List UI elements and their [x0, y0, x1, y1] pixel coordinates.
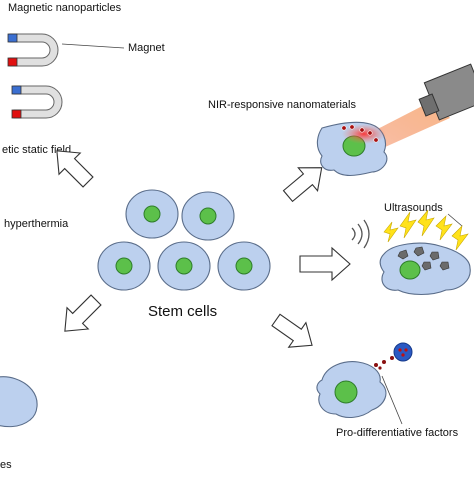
nir-cell: [316, 121, 388, 177]
differentiating-cell: [316, 361, 387, 419]
ultrasound-cell: [379, 242, 471, 296]
magnet-top-icon: [7, 33, 59, 67]
stem-cells-label: Stem cells: [148, 303, 217, 320]
stem-cell: [97, 241, 151, 291]
bottom-left-cell: [0, 376, 38, 428]
nir-label: NIR-responsive nanomaterials: [208, 99, 356, 111]
stem-cell: [217, 241, 271, 291]
ultrasounds-label: Ultrasounds: [384, 202, 443, 214]
stem-cell: [157, 241, 211, 291]
magnet-label: Magnet: [128, 42, 165, 54]
stem-cell: [181, 191, 235, 241]
static-field-label: etic static field: [2, 144, 71, 156]
magnet-leader-line: [61, 43, 125, 49]
bottom-left-label: es: [0, 459, 12, 471]
stem-cells-cluster: [97, 189, 271, 291]
ultrasound-waves-icon: [351, 219, 370, 249]
lightning-bolts-icon: [383, 209, 469, 251]
arrow-down-left: [64, 294, 102, 332]
ultrasounds-leader-line: [447, 213, 463, 227]
arrow-down-right: [271, 313, 313, 348]
pro-diff-label: Pro-differentiative factors: [336, 427, 459, 439]
arrow-right: [299, 246, 351, 282]
magnetic-nanoparticles-label: Magnetic nanoparticles: [8, 2, 122, 14]
pro-diff-leader-line: [381, 375, 403, 425]
magnet-bottom-icon: [11, 85, 63, 119]
stem-cell: [125, 189, 179, 239]
hyperthermia-label: hyperthermia: [4, 218, 69, 230]
growth-factor-vesicle-icon: [366, 342, 413, 375]
arrow-up-right: [282, 167, 323, 203]
arrow-up-left: [56, 150, 94, 188]
